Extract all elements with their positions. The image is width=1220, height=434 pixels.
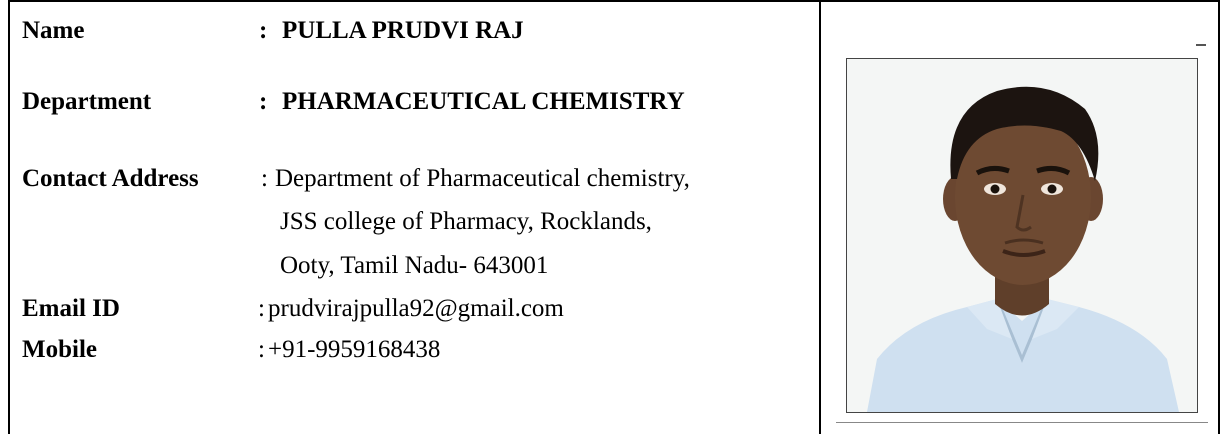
contact-address-line-2: JSS college of Pharmacy, Rocklands, bbox=[280, 208, 652, 235]
department-value: PHARMACEUTICAL CHEMISTRY bbox=[282, 88, 685, 115]
mobile-label: Mobile bbox=[22, 336, 97, 363]
department-separator: : bbox=[259, 88, 268, 115]
photo-underline bbox=[836, 422, 1208, 423]
email-value[interactable]: prudvirajpulla92@gmail.com bbox=[268, 295, 564, 322]
name-label: Name bbox=[22, 17, 85, 44]
contact-address-separator: : bbox=[261, 165, 268, 192]
profile-photo bbox=[846, 58, 1198, 413]
name-separator: : bbox=[259, 17, 268, 44]
contact-address-label: Contact Address bbox=[22, 165, 199, 192]
table-border-right bbox=[1218, 0, 1220, 434]
table-border-middle bbox=[819, 0, 821, 434]
table-border-top bbox=[8, 0, 1220, 2]
name-value: PULLA PRUDVI RAJ bbox=[282, 17, 524, 44]
contact-address-line-1: Department of Pharmaceutical chemistry, bbox=[275, 165, 690, 192]
mobile-value: +91-9959168438 bbox=[268, 336, 441, 363]
department-label: Department bbox=[22, 88, 152, 115]
mobile-separator: : bbox=[258, 336, 265, 363]
contact-address-line-3: Ooty, Tamil Nadu- 643001 bbox=[280, 252, 549, 279]
email-label: Email ID bbox=[22, 295, 120, 322]
scan-mark bbox=[1196, 44, 1206, 46]
email-separator: : bbox=[258, 295, 265, 322]
table-border-left bbox=[8, 0, 10, 434]
person-photo-icon bbox=[847, 59, 1197, 412]
